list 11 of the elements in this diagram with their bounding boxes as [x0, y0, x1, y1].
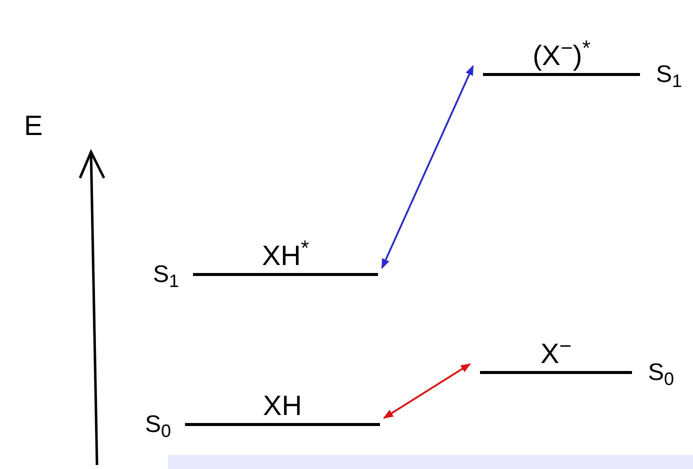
species-label: (X$^{−}$)$^{*}$: [532, 42, 590, 70]
species-label: XH$^{*}$: [262, 242, 310, 270]
state-label: S$_{1}$: [656, 63, 682, 87]
species-label: X$^{−}$: [540, 340, 572, 368]
double-headed-arrow: [383, 363, 471, 419]
state-label: S$_{1}$: [152, 263, 179, 287]
double-headed-arrow: [381, 65, 474, 269]
species-label: XH: [263, 392, 302, 420]
state-label: S$_{0}$: [144, 413, 171, 437]
axis-label: E: [24, 112, 43, 140]
state-label: S$_{0}$: [648, 361, 674, 385]
